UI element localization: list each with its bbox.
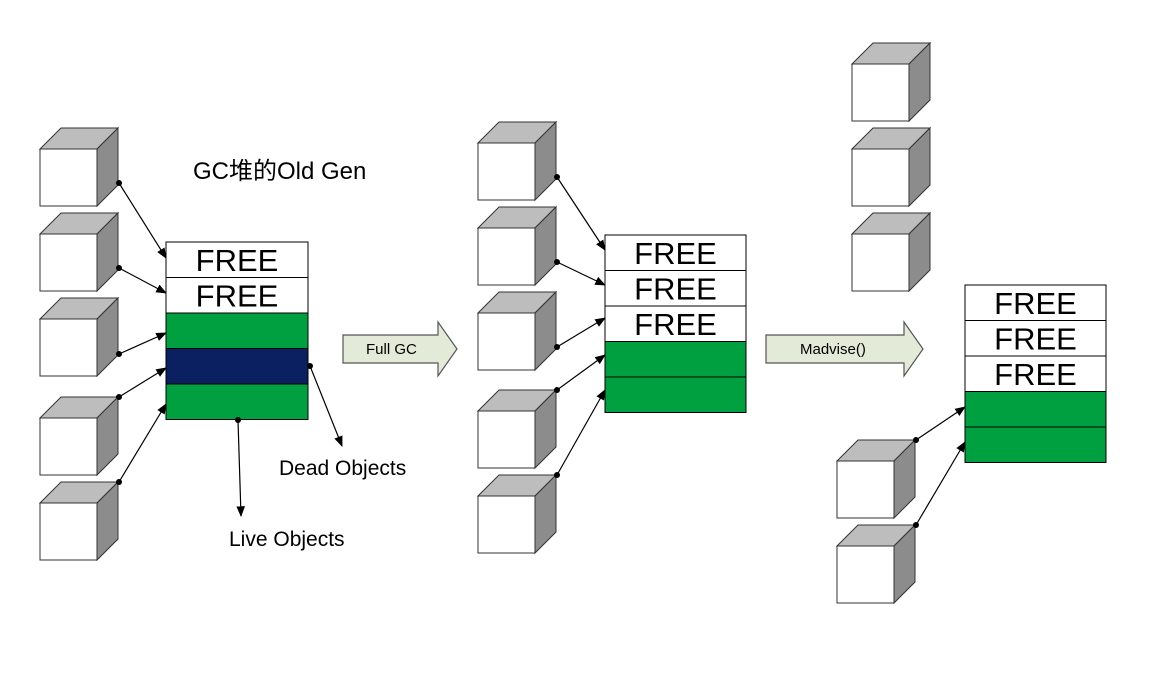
live-objects-label: Live Objects: [229, 528, 345, 551]
slot-label: FREE: [994, 357, 1077, 392]
cube-front: [39, 502, 98, 561]
cube-front: [477, 312, 536, 371]
full-gc-arrow: Full GC: [342, 320, 458, 378]
full-gc-label: Full GC: [366, 341, 417, 358]
pointer-dot: [116, 180, 122, 186]
pointer-dot: [913, 522, 919, 528]
pointer-arrow: [118, 267, 167, 294]
object-cube: [38, 480, 120, 562]
slot-label: FREE: [634, 307, 717, 342]
full-gc-arrow-shape: [342, 320, 458, 378]
cube-front: [477, 142, 536, 201]
dead-objects-dot: [307, 363, 313, 369]
slot-dead: [165, 348, 309, 385]
pointer-arrow: [118, 367, 167, 398]
object-cube: [38, 296, 120, 378]
pointer-arrow: [915, 406, 966, 441]
madvise-arrow-shape: [765, 320, 924, 378]
freed-object-cube: [850, 126, 932, 208]
pointer-dot: [554, 344, 560, 350]
dead-objects-label: Dead Objects: [279, 457, 406, 480]
slot-live: [964, 391, 1107, 428]
object-cube: [835, 523, 917, 605]
cube-front: [851, 148, 910, 207]
slot-label: FREE: [634, 271, 717, 306]
object-cube: [476, 290, 558, 372]
slot-free: [604, 270, 747, 307]
live-objects-dot: [235, 417, 241, 423]
object-cube: [38, 126, 120, 208]
slot-live: [604, 341, 747, 378]
pointer-arrow: [118, 332, 167, 355]
pointer-dot: [554, 174, 560, 180]
slot-free: [604, 305, 747, 342]
object-cubes: [38, 41, 932, 605]
object-cube: [835, 438, 917, 520]
object-cube: [476, 473, 558, 555]
pointer-arrow: [556, 317, 606, 348]
slot-free: [964, 284, 1107, 321]
cube-front: [39, 318, 98, 377]
slot-label: FREE: [196, 243, 279, 278]
freed-object-cube: [850, 41, 932, 123]
cube-front: [836, 545, 895, 604]
cube-front: [39, 148, 98, 207]
object-cube: [38, 395, 120, 477]
slot-label: FREE: [634, 236, 717, 271]
madvise-arrow: Madvise(): [765, 320, 924, 378]
pointer-dot: [116, 479, 122, 485]
cube-front: [477, 410, 536, 469]
pointer-arrow: [556, 261, 606, 286]
pointer-dot: [116, 265, 122, 271]
pointer-dot: [913, 437, 919, 443]
cube-front: [477, 495, 536, 554]
slot-live: [165, 383, 309, 420]
slot-live: [604, 376, 747, 413]
slot-label: FREE: [994, 286, 1077, 321]
cube-front: [39, 233, 98, 292]
slot-free: [165, 241, 309, 278]
reference-pointers: [116, 174, 966, 528]
cube-front: [836, 460, 895, 519]
cube-front: [477, 227, 536, 286]
pointer-arrow: [556, 354, 606, 391]
cube-front: [39, 417, 98, 476]
pointer-dot: [554, 472, 560, 478]
object-cube: [38, 211, 120, 293]
madvise-label: Madvise(): [800, 341, 866, 358]
pointer-arrow: [915, 441, 966, 526]
pointer-dot: [116, 394, 122, 400]
object-cube: [476, 388, 558, 470]
pointer-arrow: [118, 403, 167, 483]
pointer-dot: [554, 259, 560, 265]
slot-free: [964, 355, 1107, 392]
pointer-dot: [554, 387, 560, 393]
object-cube: [476, 120, 558, 202]
live-objects-pointer: [236, 419, 246, 518]
pointer-arrow: [556, 389, 606, 476]
freed-object-cube: [850, 211, 932, 293]
dead-objects-pointer: [309, 365, 343, 448]
cube-front: [851, 233, 910, 292]
diagram-title: GC堆的Old Gen: [193, 158, 366, 185]
slot-live: [964, 426, 1107, 463]
slot-free: [964, 320, 1107, 357]
pointer-dot: [116, 351, 122, 357]
pointer-arrow: [556, 176, 606, 251]
slot-label: FREE: [196, 278, 279, 313]
slot-live: [165, 312, 309, 349]
pointer-arrow: [118, 182, 167, 259]
object-cube: [476, 205, 558, 287]
cube-front: [851, 63, 910, 122]
slot-label: FREE: [994, 321, 1077, 356]
